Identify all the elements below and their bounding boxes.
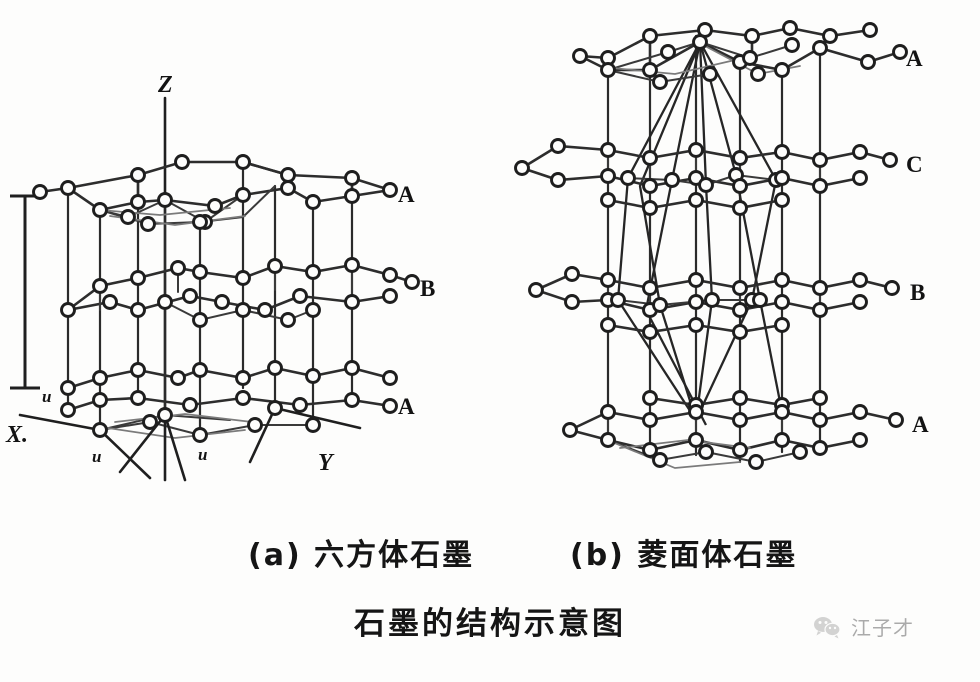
caption-panel-a: (a) 六方体石墨 [248,538,475,573]
prism-vertical-edges [606,34,822,464]
watermark-text: 江子才 [851,616,914,640]
x-axis-label: X. [5,422,28,448]
rhombohedral-lattice-svg: A C B A [514,20,929,470]
figure-captions: (a) 六方体石墨 (b) 菱面体石墨 [0,512,980,592]
layer-label-b-a-bottom: A [912,412,929,437]
layer-label-a-top: A [398,182,415,207]
z-axis-label: Z [157,72,173,98]
layer-c [514,138,898,216]
y-axis-label: Y [318,450,335,476]
layer-b-middle [60,257,420,328]
layer-a-top-b [572,20,908,90]
u-label-1: u [42,387,51,406]
caption-panel-b: (b) 菱面体石墨 [570,538,798,573]
u-label-2: u [92,447,101,466]
layer-label-a-bottom: A [398,394,415,419]
panel-hexagonal-graphite: Z X. Y A B A u u u [0,10,435,510]
u-label-3: u [198,445,207,464]
dimension-bar [10,194,40,390]
panel-rhombohedral-graphite: A C B A [500,0,980,500]
figure-main-title: 石墨的结构示意图 [354,606,626,642]
rhombohedral-diagonals [616,41,784,426]
layer-label-b-b: B [910,280,925,305]
hexagonal-lattice-svg: Z X. Y A B A u u u [5,72,435,482]
figure-area: Z X. Y A B A u u u [0,0,980,510]
layer-label-b-mid: B [420,276,435,301]
wechat-icon [812,615,842,639]
watermark: 江子才 [812,612,914,641]
layer-a-bottom-b [562,390,904,470]
layer-b-b [528,266,900,340]
layer-label-b-c: C [906,152,923,177]
layer-label-b-a-top: A [906,46,923,71]
layer-a-bottom [18,360,398,482]
layer-a-top [32,154,398,232]
